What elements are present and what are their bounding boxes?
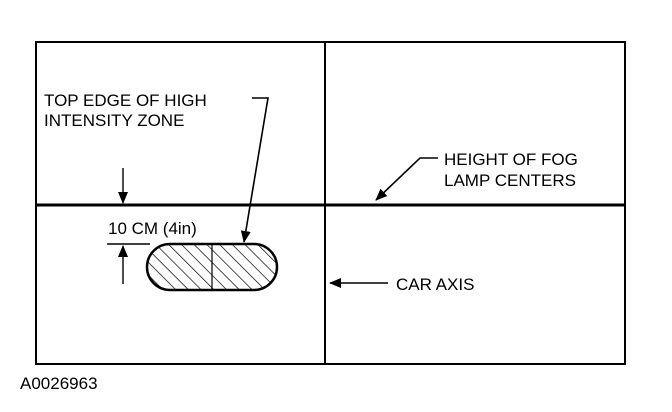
car-axis-label: CAR AXIS: [396, 275, 474, 294]
aiming-screen-frame: [35, 41, 626, 365]
high-intensity-zone: [145, 242, 279, 292]
top-edge-label-line1: TOP EDGE OF HIGH: [44, 91, 207, 110]
fog-height-label-line2: LAMP CENTERS: [444, 171, 576, 190]
top-edge-label-line2: INTENSITY ZONE: [44, 111, 184, 130]
figure-code: A0026963: [20, 374, 98, 393]
offset-dimension: [107, 168, 150, 284]
offset-label: 10 CM (4in): [108, 219, 197, 238]
fog-height-label-line1: HEIGHT OF FOG: [444, 150, 578, 169]
fog-height-leader-arrow: [375, 157, 438, 201]
top-edge-leader-arrow: [240, 97, 269, 243]
